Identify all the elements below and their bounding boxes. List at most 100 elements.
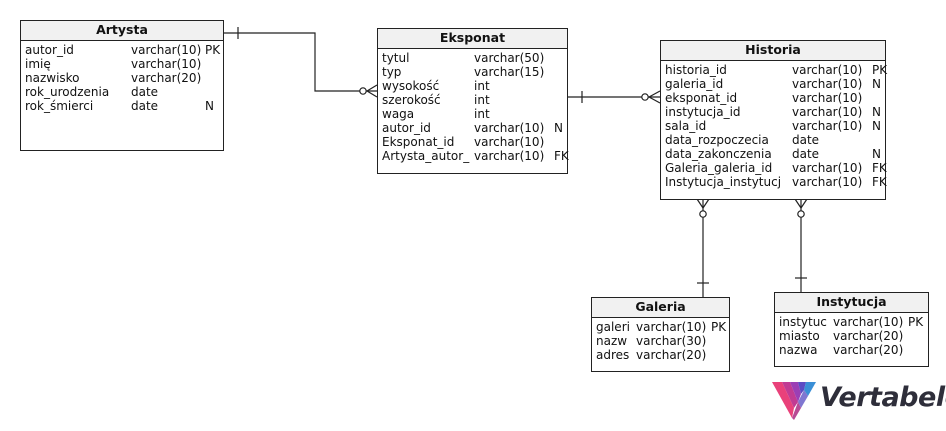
column-type: varchar(50) <box>474 51 545 65</box>
column-name: nazwisko <box>25 71 80 85</box>
column-row: waga int <box>382 107 563 121</box>
column-flag: PK <box>711 320 727 334</box>
column-flag: FK <box>872 175 887 189</box>
column-row: nazw varchar(30) <box>596 334 725 348</box>
column-name: data_rozpoczecia <box>665 133 769 147</box>
column-flag: PK <box>205 43 221 57</box>
entity-title: Historia <box>661 41 885 61</box>
column-type: date <box>792 133 820 147</box>
column-flag: N <box>554 121 563 135</box>
entity-artysta[interactable]: Artysta autor_id varchar(10)PK imię varchar… <box>20 20 224 151</box>
column-name: autor_id <box>382 121 431 135</box>
column-row: sala_id varchar(10) N <box>665 119 881 133</box>
column-row: galeri varchar(10) PK <box>596 320 726 334</box>
column-type: varchar(20) <box>833 329 904 343</box>
relation-artysta-eksponat <box>224 27 378 98</box>
column-name: sala_id <box>665 119 707 133</box>
column-flag: FK <box>554 149 569 163</box>
column-flag: N <box>872 105 881 119</box>
column-type: varchar(10) <box>636 320 707 334</box>
column-name: Artysta_autor_ <box>382 149 470 163</box>
column-row: autor_id varchar(10) N <box>382 121 563 135</box>
column-name: wysokość <box>382 79 440 93</box>
column-flag: N <box>872 147 881 161</box>
entity-galeria[interactable]: Galeria galeri varchar(10) PK nazw varchar(3… <box>591 297 730 372</box>
column-name: nazw <box>596 334 628 348</box>
entity-instytucja[interactable]: Instytucja instytuc varchar(10) PK miasto va… <box>774 292 929 367</box>
column-type: varchar(10) <box>792 161 863 175</box>
column-flag: N <box>872 77 881 91</box>
column-type: varchar(10) <box>474 149 545 163</box>
column-type: varchar(10) <box>474 135 545 149</box>
column-type: varchar(10) <box>474 121 545 135</box>
column-type: varchar(10) <box>792 63 863 77</box>
entity-title: Galeria <box>592 298 729 318</box>
column-type: varchar(10) <box>131 57 202 71</box>
column-flag: N <box>872 119 881 133</box>
column-name: instytuc <box>779 315 827 329</box>
entity-title: Artysta <box>21 21 223 41</box>
column-row: miasto varchar(20) <box>779 329 924 343</box>
column-name: Galeria_galeria_id <box>665 161 773 175</box>
column-type: date <box>792 147 820 161</box>
column-name: nazwa <box>779 343 818 357</box>
column-name: imię <box>25 57 51 71</box>
column-type: varchar(10) <box>792 119 863 133</box>
relation-eksponat-historia <box>567 90 661 104</box>
column-type: varchar(10) <box>833 315 904 329</box>
column-flag: FK <box>872 161 887 175</box>
column-flag: N <box>205 99 214 113</box>
column-type: date <box>131 99 159 113</box>
column-row: Artysta_autor_ varchar(10) FK <box>382 149 569 163</box>
column-name: historia_id <box>665 63 727 77</box>
column-name: miasto <box>779 329 820 343</box>
column-row: rok_śmierci date N <box>25 99 219 113</box>
column-name: instytucja_id <box>665 105 741 119</box>
column-name: eksponat_id <box>665 91 738 105</box>
column-type: varchar(30) <box>636 334 707 348</box>
column-row: Eksponat_id varchar(10) <box>382 135 563 149</box>
column-name: waga <box>382 107 415 121</box>
column-name: Instytucja_instytucj <box>665 175 782 189</box>
relation-historia-galeria <box>696 198 710 297</box>
column-type: varchar(10) <box>792 175 863 189</box>
column-flag: PK <box>908 315 924 329</box>
column-name: tytul <box>382 51 410 65</box>
entity-title: Eksponat <box>378 29 567 49</box>
column-row: tytul varchar(50) <box>382 51 563 65</box>
column-name: autor_id <box>25 43 74 57</box>
column-name: Eksponat_id <box>382 135 455 149</box>
column-row: autor_id varchar(10)PK <box>25 43 220 57</box>
column-type: varchar(10) <box>131 43 202 57</box>
column-row: instytuc varchar(10) PK <box>779 315 924 329</box>
entity-title: Instytucja <box>775 293 928 313</box>
column-type: varchar(10) <box>792 77 863 91</box>
vertabelo-logo-icon <box>772 382 816 420</box>
column-name: typ <box>382 65 402 79</box>
column-name: adres <box>596 348 630 362</box>
column-type: int <box>474 107 490 121</box>
column-row: Instytucja_instytucj varchar(10) FK <box>665 175 887 189</box>
column-name: rok_śmierci <box>25 99 94 113</box>
column-name: rok_urodzenia <box>25 85 110 99</box>
column-name: galeri <box>596 320 630 334</box>
